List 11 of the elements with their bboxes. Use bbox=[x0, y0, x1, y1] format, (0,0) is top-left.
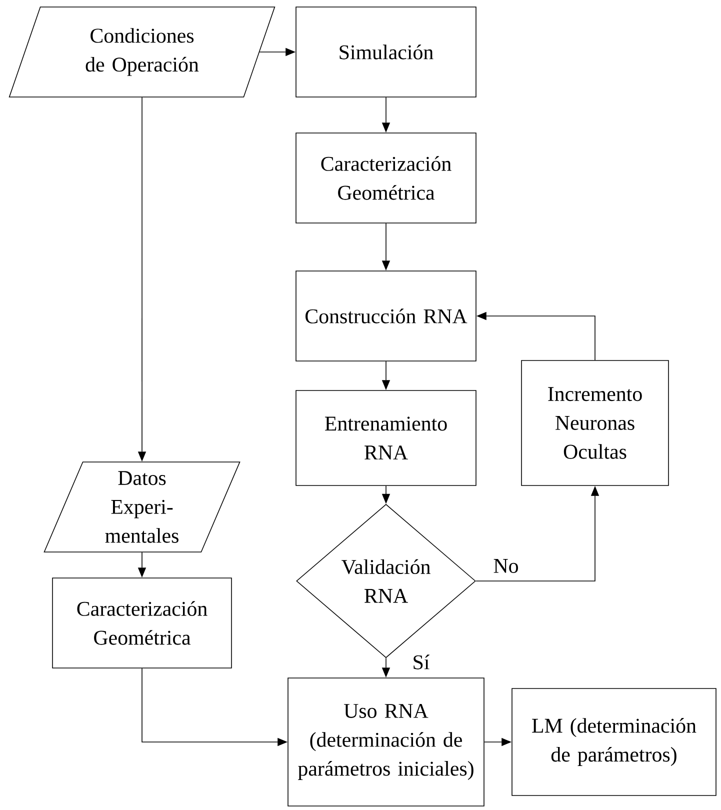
process-box: Incremento Neuronas Ocultas bbox=[521, 360, 669, 486]
process-box: Entrenamiento RNA bbox=[296, 390, 476, 486]
process-box: Caracterización Geométrica bbox=[52, 578, 232, 668]
edge-label: No bbox=[492, 558, 520, 574]
data-parallelogram: Condiciones de Operación bbox=[8, 6, 276, 98]
process-box: Uso RNA (determinación de parámetros iniciales) bbox=[288, 678, 484, 806]
process-box: LM (determinación de parámetros) bbox=[512, 688, 716, 796]
process-box: Simulación bbox=[296, 6, 476, 98]
data-parallelogram: Datos Experi- mentales bbox=[44, 462, 240, 552]
process-box: Construcción RNA bbox=[296, 270, 476, 362]
process-box: Caracterización Geométrica bbox=[296, 132, 476, 224]
